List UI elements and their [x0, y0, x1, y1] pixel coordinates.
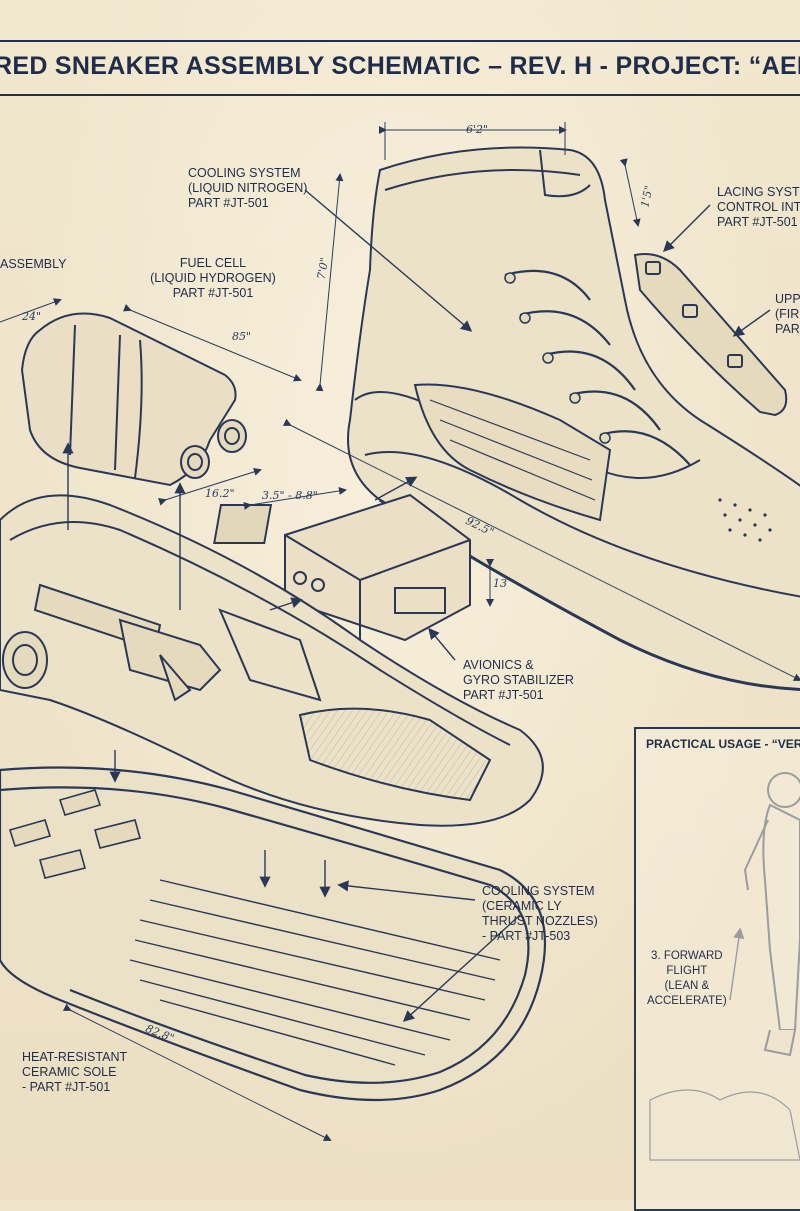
practical-usage-panel: PRACTICAL USAGE - “VERT 3. FORWARD FLIGH…: [634, 727, 800, 1211]
title-band: RED SNEAKER ASSEMBLY SCHEMATIC – REV. H …: [0, 40, 800, 96]
dimension-lines: [0, 122, 800, 1141]
upper-label: UPP (FIR PAR: [775, 292, 800, 336]
page-title: RED SNEAKER ASSEMBLY SCHEMATIC – REV. H …: [0, 52, 800, 80]
dim-avionics-width: 3.5" - 8.8": [262, 489, 318, 502]
assembly-label: ASSEMBLY: [0, 257, 67, 271]
dim-cell-depth: 16.2": [205, 487, 235, 500]
thruster-chassis-illustration: [0, 494, 544, 827]
dim-cell-width: 85": [232, 330, 252, 343]
lacing-system-label: LACING SYST CONTROL INT PART #JT-501: [717, 185, 800, 229]
avionics-label: AVIONICS & GYRO STABILIZER PART #JT-501: [463, 658, 574, 702]
usage-panel-title: PRACTICAL USAGE - “VERT: [646, 737, 800, 751]
fuel-cell-illustration: [20, 312, 247, 487]
dim-cell-length: 24": [22, 310, 42, 323]
dim-shoe-width: 6'2": [466, 123, 489, 136]
dim-avionics-height: 13: [493, 577, 507, 590]
usage-step-label: 3. FORWARD FLIGHT (LEAN & ACCELERATE): [647, 950, 727, 1007]
cooling-system-top-label: COOLING SYSTEM (LIQUID NITROGEN) PART #J…: [188, 166, 308, 210]
ceramic-sole-label: HEAT-RESISTANT CERAMIC SOLE - PART #JT-5…: [22, 1050, 128, 1094]
cooling-system-bottom-label: COOLING SYSTEM (CERAMIC LY THRUST NOZZLE…: [482, 884, 598, 943]
fuel-cell-label: FUEL CELL (LIQUID HYDROGEN) PART #JT-501: [150, 256, 276, 300]
